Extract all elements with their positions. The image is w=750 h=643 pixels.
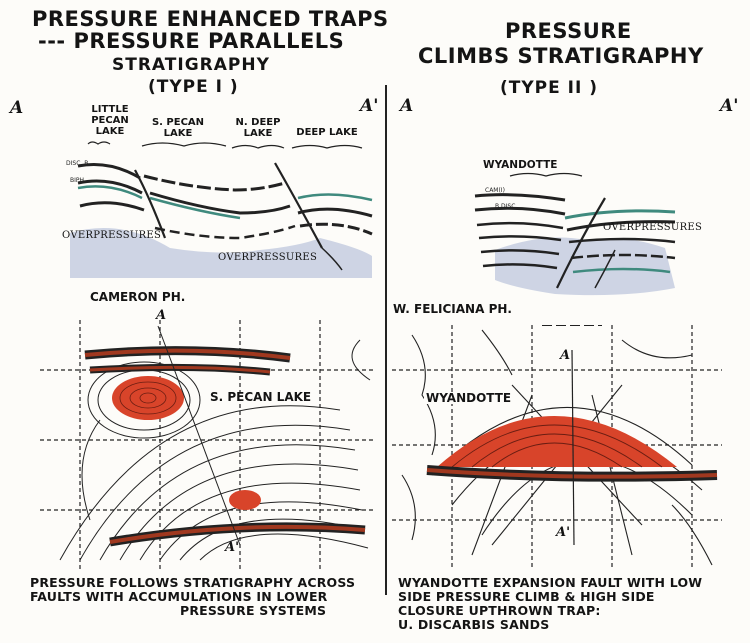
left-corner-a-prime: A' bbox=[360, 96, 379, 116]
panel-divider bbox=[385, 85, 387, 595]
right-corner-a: A bbox=[400, 96, 414, 116]
right-map bbox=[392, 325, 722, 570]
left-title-line-2: --- PRESSURE PARALLELS bbox=[38, 29, 345, 53]
right-title-line-2: CLIMBS STRATIGRAPHY bbox=[418, 44, 704, 68]
left-map-a: A bbox=[156, 308, 167, 323]
svg-text:B DISC: B DISC bbox=[495, 203, 515, 210]
svg-text:BIPH.: BIPH. bbox=[70, 177, 86, 184]
field-label-wyandotte: WYANDOTTE bbox=[483, 159, 558, 171]
left-title-line-3: STRATIGRAPHY bbox=[112, 55, 270, 75]
right-title-line-3: (TYPE II ) bbox=[500, 78, 599, 98]
right-map-label: WYANDOTTE bbox=[424, 391, 514, 405]
right-title-line-1: PRESSURE bbox=[505, 19, 632, 43]
svg-text:CAM(I): CAM(I) bbox=[485, 187, 505, 194]
left-map bbox=[40, 320, 375, 570]
right-caption: WYANDOTTE EXPANSION FAULT WITH LOW SIDE … bbox=[398, 575, 703, 632]
left-map-a-prime: A' bbox=[225, 540, 240, 555]
svg-text:DISC. B: DISC. B bbox=[66, 160, 88, 167]
right-cross-section: CAM(I) B DISC bbox=[474, 172, 676, 296]
overpressures-label-right: OVERPRESSURES bbox=[603, 222, 703, 233]
left-cross-section: DISC. B BIPH. bbox=[66, 141, 373, 278]
oil-accumulation-s-pecan-lake bbox=[112, 376, 184, 420]
overpressures-label-left-2: OVERPRESSURES bbox=[218, 252, 318, 263]
parish-label-w-feliciana: W. FELICIANA PH. bbox=[393, 302, 512, 316]
overpressure-zone bbox=[495, 237, 675, 296]
left-caption: PRESSURE FOLLOWS STRATIGRAPHY ACROSS FAU… bbox=[30, 575, 356, 618]
overpressure-zone bbox=[70, 228, 372, 278]
left-title-line-1: PRESSURE ENHANCED TRAPS bbox=[32, 7, 389, 31]
parish-label-cameron: CAMERON PH. bbox=[90, 290, 186, 304]
right-map-a-prime: A' bbox=[556, 525, 571, 540]
overpressures-label-left-1: OVERPRESSURES bbox=[62, 230, 162, 241]
left-map-label: S. PECAN LAKE bbox=[208, 390, 314, 404]
left-title-line-4: (TYPE I ) bbox=[148, 77, 239, 97]
oil-accumulation-wyandotte bbox=[437, 416, 677, 467]
field-label-deep-lake: DEEP LAKE bbox=[296, 127, 358, 138]
oil-accumulation-lower bbox=[229, 490, 261, 510]
right-corner-a-prime: A' bbox=[720, 96, 739, 116]
left-corner-a: A bbox=[10, 98, 24, 118]
right-map-a: A bbox=[560, 348, 571, 363]
